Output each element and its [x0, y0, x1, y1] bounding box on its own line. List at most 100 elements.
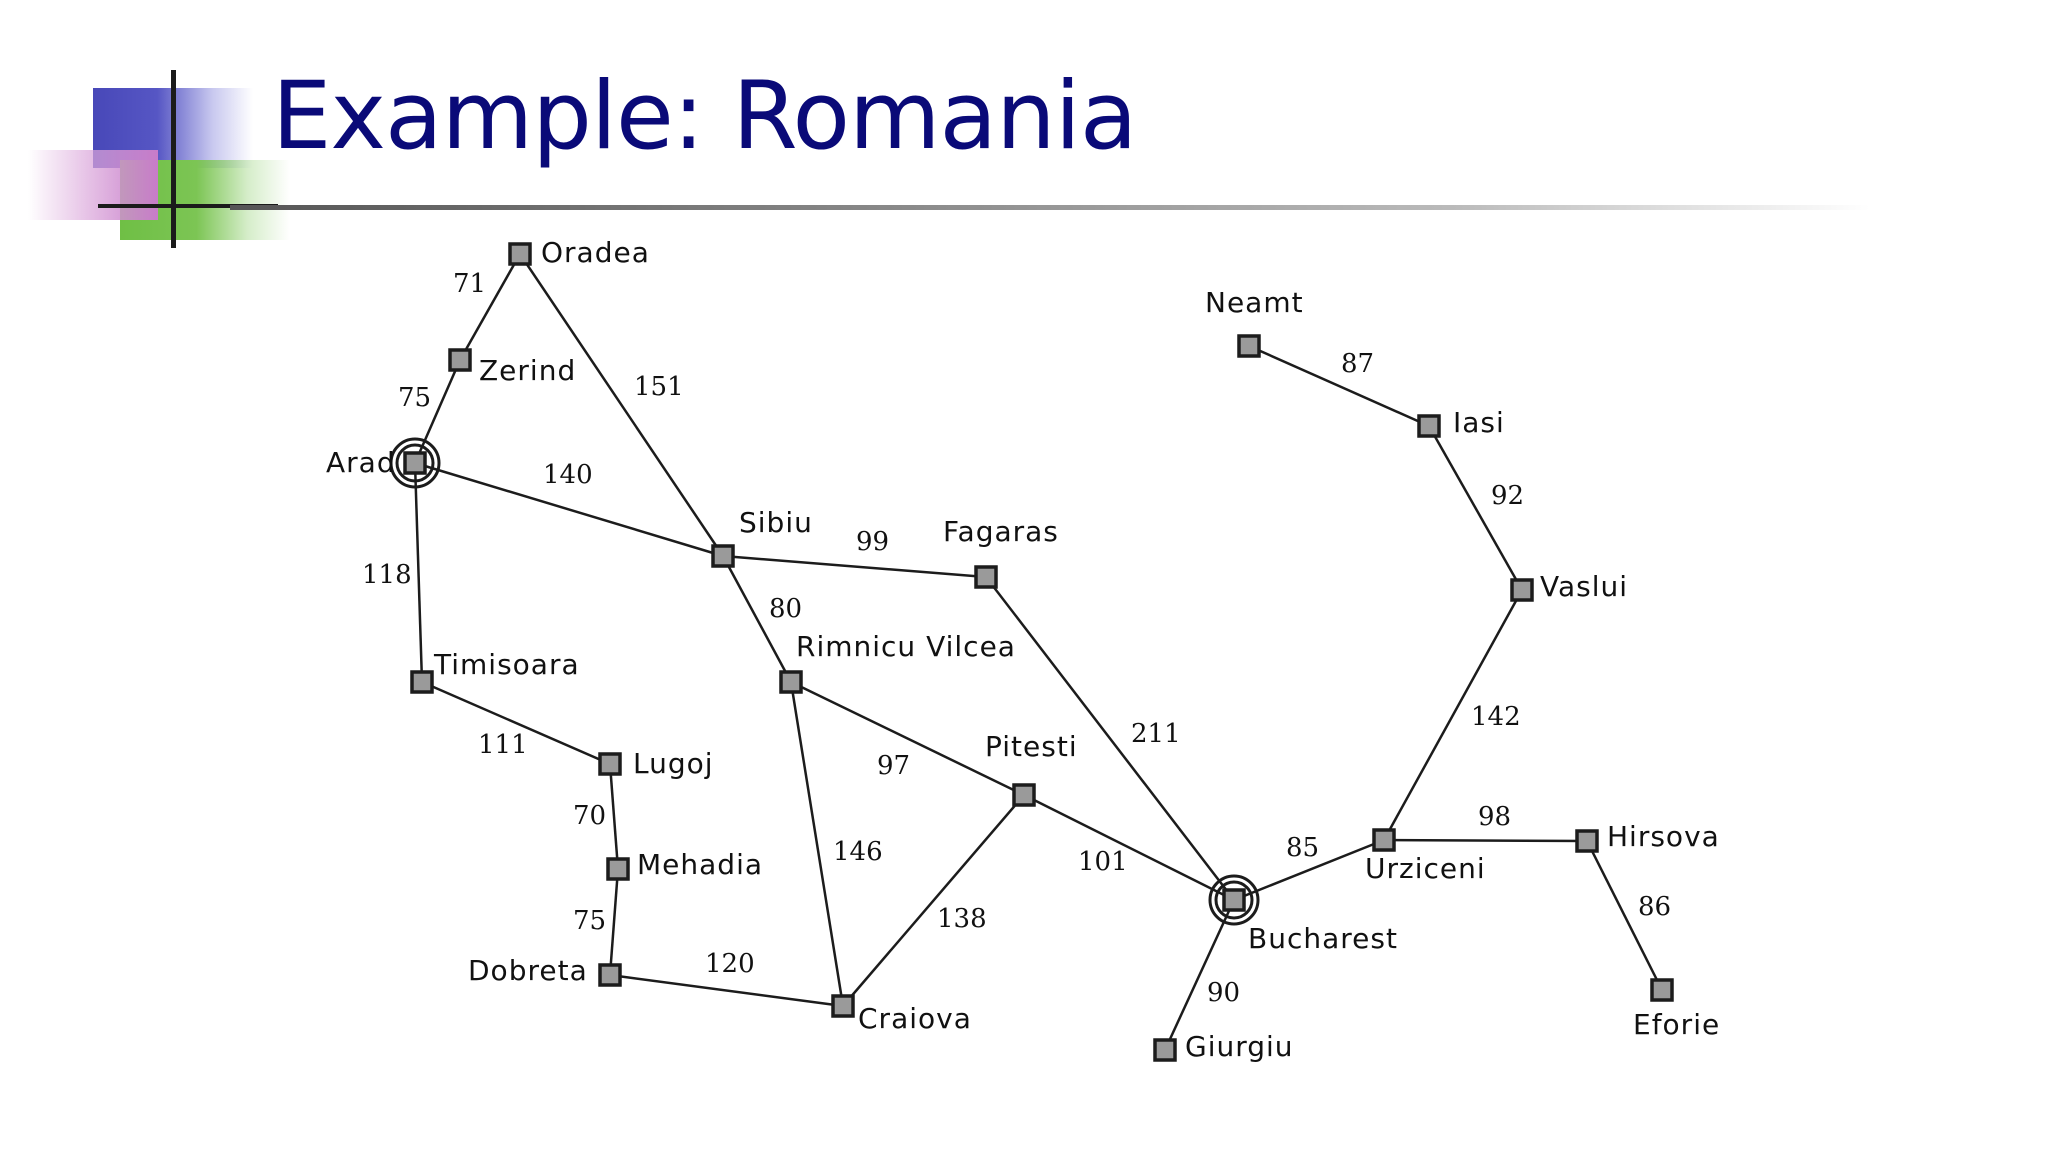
city-marker-square	[598, 752, 622, 776]
city-node-timisoara: Timisoara	[410, 648, 580, 694]
city-node-oradea: Oradea	[508, 236, 650, 269]
distance-label-bucharest-urziceni: 85	[1286, 833, 1319, 863]
distance-label-craiova-pitesti: 138	[937, 904, 987, 934]
city-node-arad: Arad	[326, 437, 441, 489]
distance-label-zerind-arad: 75	[398, 383, 431, 413]
city-label-giurgiu: Giurgiu	[1185, 1030, 1294, 1063]
city-label-sibiu: Sibiu	[739, 506, 813, 539]
city-label-bucharest: Bucharest	[1248, 922, 1398, 955]
city-node-pitesti: Pitesti	[985, 730, 1078, 807]
city-marker-ring	[389, 437, 441, 489]
road-craiova-pitesti	[842, 794, 1025, 1007]
distance-label-urziceni-hirsova: 98	[1478, 802, 1511, 832]
distance-label-arad-sibiu: 140	[543, 460, 593, 490]
slide-logo-decoration	[0, 0, 300, 260]
city-label-hirsova: Hirsova	[1607, 820, 1720, 853]
city-marker-ring	[1208, 874, 1260, 926]
slide-title: Example: Romania	[272, 62, 1137, 171]
road-rimnicu-pitesti	[790, 680, 1025, 797]
city-node-bucharest: Bucharest	[1208, 874, 1398, 955]
city-label-fagaras: Fagaras	[943, 515, 1059, 548]
logo-horizontal-line	[98, 204, 278, 208]
city-node-iasi: Iasi	[1417, 406, 1505, 439]
road-iasi-neamt	[1248, 344, 1430, 428]
distance-label-dobreta-craiova: 120	[705, 949, 755, 979]
road-sibiu-rimnicu	[721, 555, 793, 683]
distance-label-timisoara-lugoj: 111	[478, 730, 528, 760]
city-label-zerind: Zerind	[479, 354, 576, 387]
city-label-iasi: Iasi	[1453, 406, 1505, 439]
city-marker-square	[598, 963, 622, 987]
city-marker-square	[448, 348, 472, 372]
road-rimnicu-craiova	[789, 681, 845, 1007]
distance-label-rimnicu-pitesti: 97	[877, 751, 910, 781]
road-urziceni-hirsova	[1383, 838, 1588, 843]
city-marker-square	[1012, 783, 1036, 807]
road-timisoara-lugoj	[421, 680, 611, 766]
city-label-urziceni: Urziceni	[1365, 852, 1486, 885]
city-marker-square	[779, 670, 803, 694]
city-label-eforie: Eforie	[1633, 1008, 1720, 1041]
title-underline-rule	[230, 205, 1870, 210]
city-marker-square	[1153, 1038, 1177, 1062]
distance-label-lugoj-mehadia: 70	[573, 801, 606, 831]
city-node-mehadia: Mehadia	[606, 848, 763, 881]
city-marker-square	[606, 857, 630, 881]
city-marker-square	[1237, 334, 1261, 358]
road-dobreta-craiova	[609, 973, 844, 1008]
road-hirsova-eforie	[1585, 840, 1664, 991]
distance-label-mehadia-dobreta: 75	[573, 906, 606, 936]
city-marker-ring	[1214, 880, 1254, 920]
city-node-eforie: Eforie	[1633, 978, 1720, 1041]
city-node-vaslui: Vaslui	[1510, 570, 1627, 603]
city-node-sibiu: Sibiu	[711, 506, 813, 568]
road-lugoj-mehadia	[608, 763, 620, 870]
city-label-craiova: Craiova	[858, 1002, 972, 1035]
city-label-timisoara: Timisoara	[433, 648, 580, 681]
city-label-neamt: Neamt	[1205, 286, 1304, 319]
city-marker-square	[1650, 978, 1674, 1002]
city-marker-square	[711, 544, 735, 568]
city-node-fagaras: Fagaras	[943, 515, 1059, 589]
city-marker-square	[1510, 578, 1534, 602]
city-node-hirsova: Hirsova	[1575, 820, 1720, 853]
distance-label-iasi-neamt: 87	[1341, 349, 1374, 379]
city-label-rimnicu: Rimnicu Vilcea	[796, 630, 1016, 663]
city-node-giurgiu: Giurgiu	[1153, 1030, 1294, 1063]
city-node-dobreta: Dobreta	[468, 954, 622, 987]
city-label-arad: Arad	[326, 446, 396, 479]
distance-label-rimnicu-craiova: 146	[833, 837, 883, 867]
distance-label-arad-timisoara: 118	[362, 560, 412, 590]
road-bucharest-giurgiu	[1163, 899, 1236, 1051]
road-mehadia-dobreta	[608, 868, 620, 976]
city-node-craiova: Craiova	[831, 994, 972, 1035]
city-label-oradea: Oradea	[541, 236, 650, 269]
distance-label-oradea-zerind: 71	[453, 269, 486, 299]
city-node-urziceni: Urziceni	[1365, 828, 1486, 885]
distance-label-bucharest-giurgiu: 90	[1207, 978, 1240, 1008]
road-bucharest-urziceni	[1233, 838, 1385, 902]
city-label-pitesti: Pitesti	[985, 730, 1078, 763]
road-fagaras-bucharest	[985, 576, 1235, 901]
distance-label-oradea-sibiu: 151	[634, 372, 684, 402]
road-pitesti-bucharest	[1023, 793, 1235, 902]
road-oradea-zerind	[458, 253, 522, 361]
city-label-dobreta: Dobreta	[468, 954, 588, 987]
road-arad-sibiu	[414, 461, 724, 558]
distance-label-hirsova-eforie: 86	[1638, 892, 1671, 922]
road-oradea-sibiu	[518, 253, 725, 557]
city-marker-square	[831, 994, 855, 1018]
city-marker-square	[508, 242, 532, 266]
city-marker-square	[1222, 888, 1246, 912]
city-node-neamt: Neamt	[1205, 286, 1304, 358]
road-arad-timisoara	[413, 462, 424, 683]
road-vaslui-iasi	[1427, 425, 1524, 591]
city-node-zerind: Zerind	[448, 348, 576, 387]
distance-label-vaslui-iasi: 92	[1491, 481, 1524, 511]
road-urziceni-vaslui	[1382, 589, 1524, 841]
city-label-mehadia: Mehadia	[637, 848, 763, 881]
distance-label-sibiu-rimnicu: 80	[769, 594, 802, 624]
